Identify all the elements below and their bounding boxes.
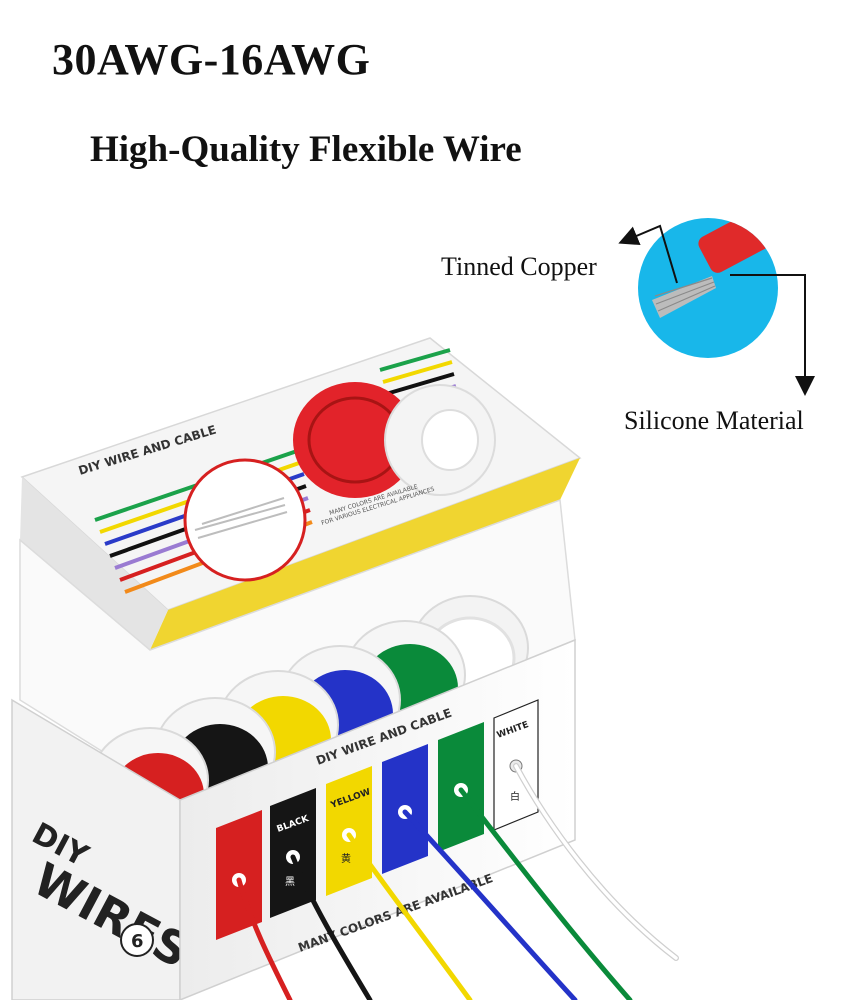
count-badge-text: 6 <box>131 931 144 952</box>
count-badge <box>120 923 154 957</box>
slot-green <box>438 722 484 852</box>
slot-yellow-zh: 黄 <box>341 852 351 865</box>
page-heading: 30AWG-16AWG <box>52 35 371 84</box>
callout-tinned-copper: Tinned Copper <box>441 252 597 281</box>
callout-lines <box>618 224 815 396</box>
wire-detail-circle <box>638 218 778 358</box>
slot-black: BLACK 黑 <box>270 788 316 918</box>
callout-silicone-material: Silicone Material <box>624 406 804 435</box>
color-slots: BLACK 黑 YELLOW 黄 WHITE 白 <box>216 699 539 940</box>
page-subheading: High-Quality Flexible Wire <box>90 129 522 170</box>
slot-white-zh: 白 <box>510 790 520 803</box>
slot-black-zh: 黑 <box>285 876 295 888</box>
wires <box>236 763 679 1000</box>
lid-wire-closeup <box>183 458 307 582</box>
slot-blue <box>382 744 428 874</box>
box-lid: DIY WIRE AND CABLE MANY COLORS ARE AVAIL… <box>20 337 582 650</box>
lid-red-spool <box>293 382 417 498</box>
slot-yellow: YELLOW 黄 <box>326 766 372 896</box>
box-side-panel: DIY WIRES 6 <box>11 698 198 1000</box>
